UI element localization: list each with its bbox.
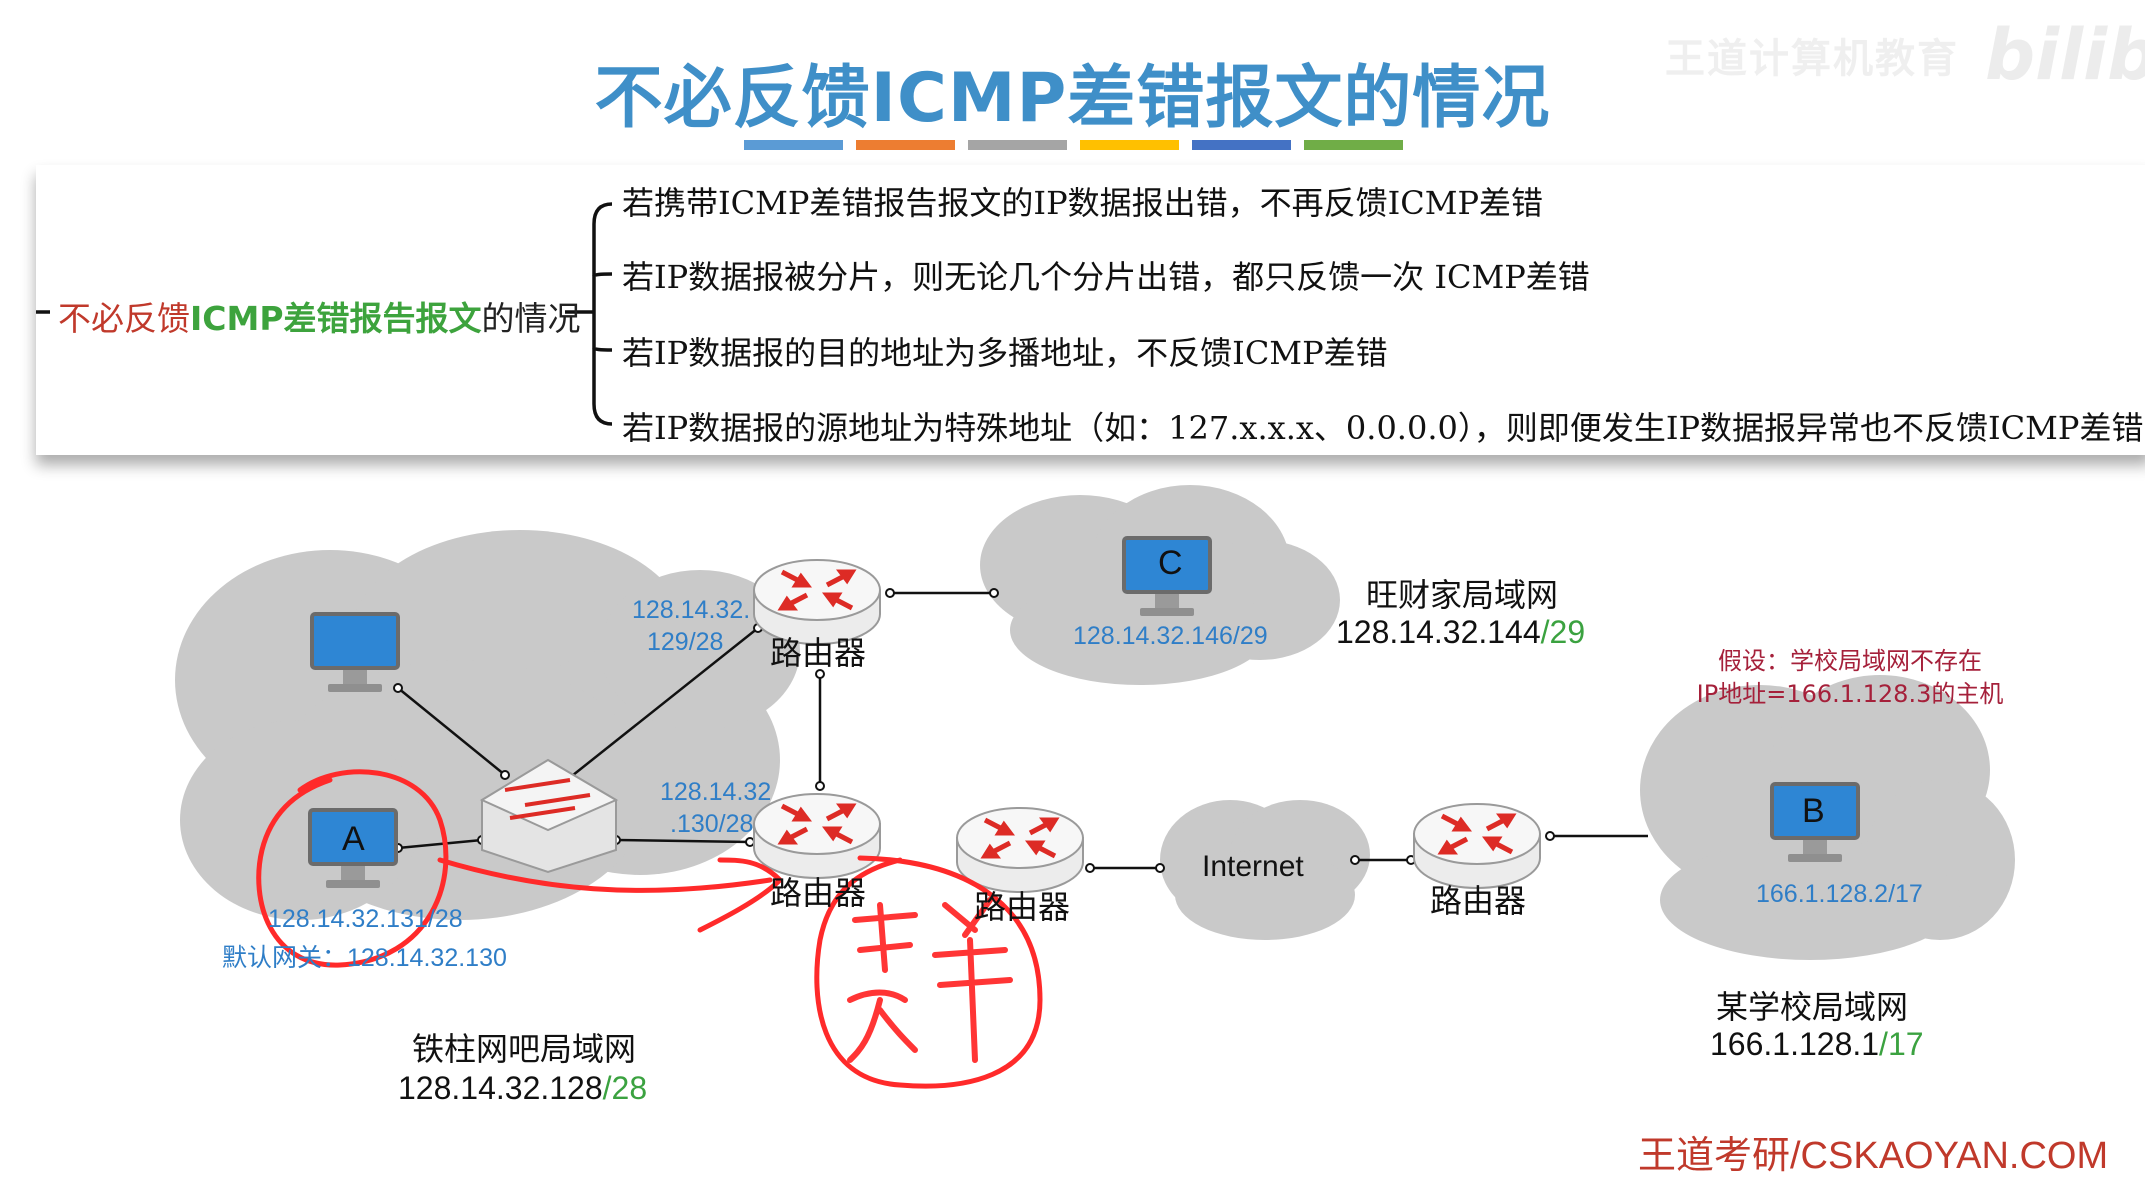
router2-ip-line2: .130/28 <box>670 810 754 838</box>
internet-label: Internet <box>1202 850 1304 883</box>
assumption-line2: IP地址=166.1.128.3的主机 <box>1696 680 2004 708</box>
host-a-gateway: 默认网关：128.14.32.130 <box>222 944 507 972</box>
host-c-ip: 128.14.32.146/29 <box>1073 622 1268 650</box>
lan-school-net: 166.1.128.1 <box>1710 1026 1880 1062</box>
router3-label: 路由器 <box>974 888 1071 926</box>
title-underline-segment <box>744 140 843 150</box>
handwritten-annotation <box>256 769 1043 1089</box>
root-highlight: ICMP差错报告报文 <box>190 299 482 338</box>
lan-school-cidr: 166.1.128.1/17 <box>1710 1026 1924 1063</box>
host-a-ip: 128.14.32.131/28 <box>268 905 463 933</box>
bilibili-logo: bilibili <box>1985 14 2145 96</box>
title-underline-segment <box>1192 140 1291 150</box>
lan-tiezhu-name: 铁柱网吧局域网 <box>412 1030 637 1068</box>
router1-ip-line2: 129/28 <box>647 628 724 656</box>
watermark-text: 王道计算机教育 <box>1665 36 1959 82</box>
host-a-letter: A <box>342 820 365 858</box>
title-underline-segment <box>856 140 955 150</box>
root-suffix: 的情况 <box>481 299 581 338</box>
router-2-icon <box>754 794 880 878</box>
mindmap-branch-2: 若IP数据报被分片，则无论几个分片出错，都只反馈一次 ICMP差错 <box>622 258 1590 296</box>
router2-label: 路由器 <box>770 874 867 912</box>
assumption-line1: 假设：学校局域网不存在 <box>1718 647 1982 675</box>
lan-school-name: 某学校局域网 <box>1716 988 1909 1026</box>
switch-icon <box>479 758 619 874</box>
title-underline-segment <box>1080 140 1179 150</box>
mindmap-branch-3: 若IP数据报的目的地址为多播地址，不反馈ICMP差错 <box>622 334 1388 372</box>
lan-tiezhu-cidr: 128.14.32.128/28 <box>398 1070 647 1107</box>
cloud-tiezhu <box>175 530 800 920</box>
router-3-icon <box>957 808 1083 892</box>
lan-wangcai-mask: /29 <box>1540 614 1586 650</box>
footer-watermark: 王道考研/CSKAOYAN.COM <box>1638 1135 2109 1177</box>
cloud-internet <box>1160 800 1370 940</box>
lan-wangcai-net: 128.14.32.144 <box>1336 614 1541 650</box>
host-b-ip: 166.1.128.2/17 <box>1756 880 1923 908</box>
router4-label: 路由器 <box>1430 882 1527 920</box>
router1-ip-line1: 128.14.32. <box>632 596 751 624</box>
router2-ip-line1: 128.14.32 <box>660 778 772 806</box>
lan-wangcai-cidr: 128.14.32.144/29 <box>1336 614 1585 651</box>
lan-wangcai-name: 旺财家局域网 <box>1366 576 1559 614</box>
mindmap-panel <box>36 165 2145 455</box>
host-b-letter: B <box>1802 792 1825 830</box>
host-c-letter: C <box>1158 544 1183 582</box>
mindmap-branch-1: 若携带ICMP差错报告报文的IP数据报出错，不再反馈ICMP差错 <box>622 184 1544 222</box>
root-prefix: 不必反馈 <box>58 299 190 338</box>
title-underline-segment <box>1304 140 1403 150</box>
mindmap-branch-4: 若IP数据报的源地址为特殊地址（如：127.x.x.x、0.0.0.0），则即便… <box>622 409 2144 447</box>
lan-tiezhu-net: 128.14.32.128 <box>398 1070 603 1106</box>
links <box>397 591 1648 870</box>
title-underline-segment <box>968 140 1067 150</box>
mindmap-root: 不必反馈ICMP差错报告报文的情况 <box>58 292 581 340</box>
router1-label: 路由器 <box>770 634 867 672</box>
lan-tiezhu-mask: /28 <box>602 1070 648 1106</box>
lan-school-mask: /17 <box>1879 1026 1924 1062</box>
page-title: 不必反馈ICMP差错报文的情况 <box>594 59 1551 138</box>
